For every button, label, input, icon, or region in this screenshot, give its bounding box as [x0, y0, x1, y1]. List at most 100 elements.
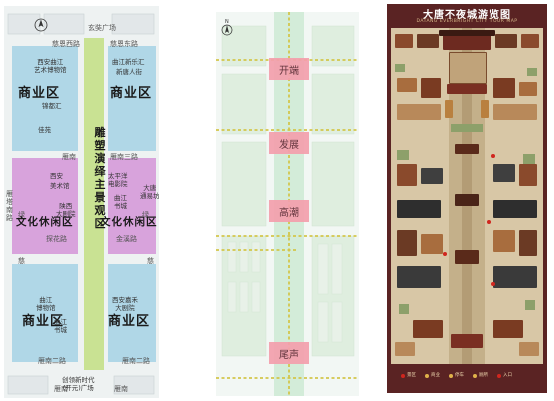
zone-label-culture-e: 文化休闲区 [100, 216, 158, 228]
street-row2-right: 雁南三路 [110, 153, 138, 161]
tour-map-panel: 大唐不夜城游览图 DATANG EVERBRIGHT CITY TOUR MAP… [387, 4, 547, 393]
zone-label-commercial-sw: 商业区 [22, 314, 65, 329]
north-arrow-icon: N [221, 19, 233, 36]
node-climax: 高潮 [269, 200, 309, 222]
place-jiayuan: 佳苑 [38, 126, 51, 134]
boulevard-sculpture-3 [455, 250, 479, 264]
legend-marker-4 [497, 374, 501, 378]
building-r3 [493, 78, 515, 98]
street-top: 玄奘广场 [88, 24, 116, 32]
building-r12 [493, 320, 523, 338]
building-r2 [521, 34, 539, 48]
node-development: 发展 [269, 132, 309, 154]
tour-map-subtitle: DATANG EVERBRIGHT CITY TOUR MAP [416, 19, 518, 24]
place-tongyifang: 大唐 通易坊 [140, 184, 159, 200]
building-l8 [397, 200, 441, 218]
boulevard-sculpture-1 [455, 144, 479, 154]
zone-label-commercial-ne: 商业区 [110, 86, 153, 101]
pagoda-left [445, 100, 453, 118]
zone-label-commercial-nw: 商业区 [18, 86, 61, 101]
marker-3 [443, 252, 447, 256]
zone-label-commercial-se: 商业区 [108, 314, 151, 329]
place-art-museum: 西安曲江 艺术博物馆 [34, 58, 67, 74]
culture-zone-e [108, 158, 156, 254]
palace-main-hall [443, 34, 491, 50]
zoning-plan-panel: 玄奘广场 慈恩西路 慈恩东路 雁南 雁南三路 绿 绿 探花路 金溪路 慈 慈 雁… [4, 6, 159, 398]
building-r7 [519, 164, 537, 186]
building-r11 [493, 266, 537, 288]
street-left-vertical: 雁塔南路 [6, 190, 13, 222]
boulevard-gate [451, 334, 483, 348]
building-l11 [397, 266, 441, 288]
marker-2 [487, 220, 491, 224]
street-bottom-right: 雁南 [114, 385, 128, 393]
place-bookstore-sw: 曲江 书城 [54, 318, 67, 334]
building-l9 [397, 230, 417, 256]
commercial-zone-sw [12, 264, 78, 362]
legend-item-4: 入口 [503, 373, 512, 378]
commercial-zone-nw [12, 46, 78, 151]
tour-map-title: 大唐不夜城游览图 [423, 10, 511, 21]
axis-node-panel: N 开端 发展 高潮 尾声 [216, 12, 359, 396]
legend-item-2: 停车 [455, 373, 464, 378]
marker-4 [491, 282, 495, 286]
building-l4 [421, 78, 441, 98]
zone-label-axis: 雕塑演绎主景观区 [94, 126, 106, 230]
building-r4 [519, 82, 537, 96]
building-r1 [495, 34, 517, 48]
palace-court [449, 52, 487, 84]
building-r9 [493, 230, 515, 252]
legend-marker-3 [473, 374, 477, 378]
legend-marker-0 [401, 374, 405, 378]
street-avenue-left: 探花路 [46, 235, 67, 243]
street-mid-road-right: 绿 [142, 211, 149, 219]
street-avenue-right: 金溪路 [116, 235, 137, 243]
legend-item-1: 商业 [431, 373, 440, 378]
building-l2 [417, 34, 439, 48]
legend-marker-1 [425, 374, 429, 378]
building-r6 [493, 164, 515, 182]
building-r13 [519, 342, 539, 356]
building-l7 [421, 168, 443, 184]
street-bottom-left: 雁南 [54, 385, 68, 393]
place-xinlehui: 曲江新乐汇 [112, 58, 145, 66]
north-arrow-icon [34, 18, 48, 32]
legend-item-3: 厕所 [479, 373, 488, 378]
street-row4-left: 雁南二路 [38, 357, 66, 365]
legend-marker-2 [449, 374, 453, 378]
building-r5 [493, 104, 537, 120]
legend-item-0: 景区 [407, 373, 416, 378]
place-grand-theatre: 陕西 大剧院 [56, 202, 76, 218]
place-bookstore-mid: 曲江 书城 [114, 194, 127, 210]
commercial-zone-se [108, 264, 156, 362]
building-l12 [413, 320, 443, 338]
building-l10 [421, 234, 443, 254]
place-art-gallery: 美术馆 [50, 182, 70, 190]
node-beginning: 开端 [269, 58, 309, 80]
street-mid-road: 绿 [18, 211, 25, 219]
palace-gate [447, 84, 487, 94]
svg-text:N: N [225, 19, 229, 25]
building-l1 [395, 34, 413, 48]
place-cinema: 太平洋 电影院 [108, 172, 128, 188]
boulevard-sculpture-2 [455, 194, 479, 206]
place-jiahe-theatre: 西安嘉禾 大剧院 [112, 296, 138, 312]
street-row3-right: 慈 [147, 257, 154, 265]
zone-label-culture-w: 文化休闲区 [16, 216, 74, 228]
node-ending: 尾声 [269, 342, 309, 364]
building-l13 [395, 342, 415, 356]
marker-1 [491, 154, 495, 158]
place-tangren-street: 新唐人街 [116, 68, 142, 76]
place-jinduhui: 锦都汇 [42, 102, 62, 110]
street-row1-right: 慈恩东路 [110, 40, 138, 48]
street-row3-left: 慈 [18, 257, 25, 265]
pagoda-right [481, 100, 489, 118]
place-museum-sw: 曲江 博物馆 [36, 296, 56, 312]
sculpture-axis-zone [84, 38, 104, 370]
place-xian: 西安 [50, 172, 63, 180]
palace-roof [439, 30, 495, 36]
street-row4-right: 雁南二路 [122, 357, 150, 365]
place-kaiyuan-square: 创领新时代 (开元)广场 [62, 376, 95, 392]
street-row2-left: 雁南 [62, 153, 76, 161]
building-l5 [397, 104, 441, 120]
